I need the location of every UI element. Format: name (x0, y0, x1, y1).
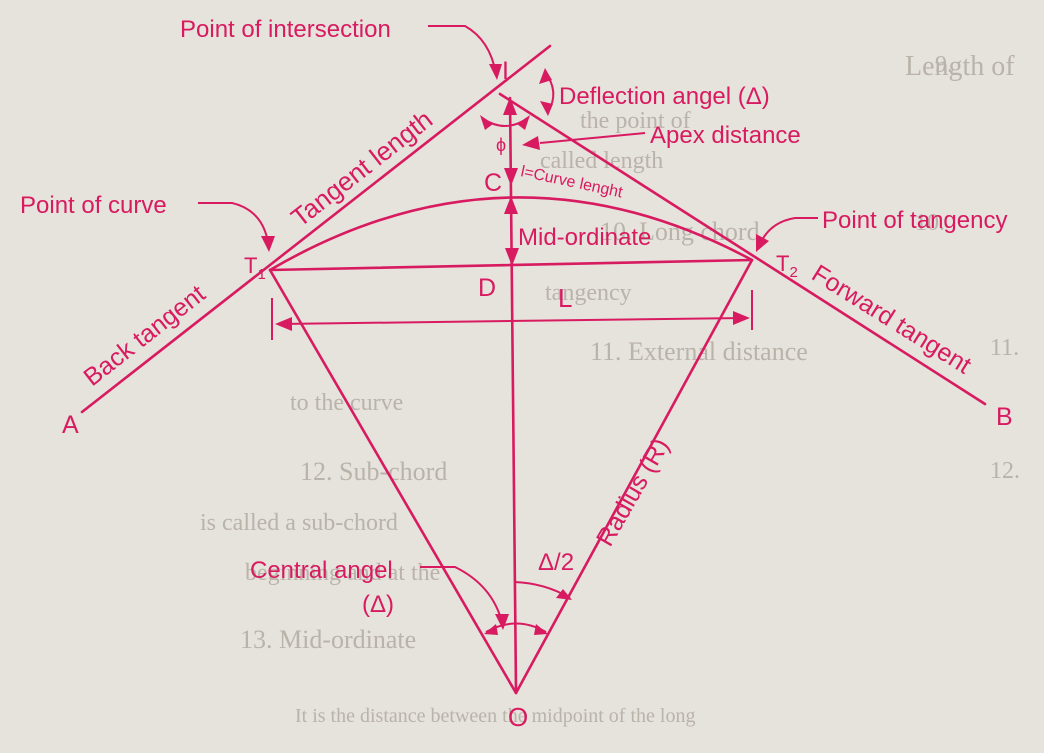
forward-tangent-line (498, 92, 987, 406)
l-dimension-line (279, 317, 746, 325)
bg-line-4: 10. Long chord (600, 217, 760, 246)
poc-arrow (261, 236, 275, 252)
central-leader-arrow (495, 614, 509, 630)
bg-line-5: tangency (545, 280, 632, 306)
label-point-of-intersection: Point of intersection (180, 16, 391, 43)
label-phi: ϕ (496, 135, 506, 155)
label-t2: T2 (776, 251, 798, 281)
phi-arrow-right (517, 115, 530, 130)
label-i: I (502, 57, 509, 85)
pot-leader (759, 217, 818, 245)
bg-line-9: is called a sub-chord (200, 510, 398, 536)
label-d: D (478, 274, 496, 302)
vertical-axis-line (508, 96, 518, 692)
label-apex-distance: Apex distance (650, 122, 801, 149)
l-arrow-right (733, 311, 750, 325)
label-b: B (996, 403, 1013, 431)
deflection-arrow-bottom (540, 101, 553, 116)
radius-line-t2 (514, 258, 754, 695)
poi-leader (428, 25, 497, 75)
label-mid-ordinate: Mid-ordinate (518, 224, 651, 251)
axis-arrows (503, 97, 519, 266)
deflection-arrow-top (539, 68, 552, 84)
label-tangent-length: Tangent length (285, 104, 438, 233)
leader-lines (198, 25, 818, 630)
poi-arrow (489, 64, 502, 80)
bg-line-10: beginning and at the (245, 560, 440, 586)
mid-ordinate-arrow-down (505, 248, 519, 266)
label-point-of-curve: Point of curve (20, 192, 167, 219)
bg-number-9: 9. (935, 52, 953, 78)
bg-line-1: Length of (905, 51, 1015, 82)
background-text: 9. Length of the point of called length … (200, 51, 1020, 727)
back-tangent-line (80, 44, 552, 414)
central-arrow-left (484, 624, 498, 635)
bg-line-2: the point of (580, 108, 691, 134)
label-deflection-angle: Deflection angel (Δ) (559, 83, 770, 110)
label-l: L (558, 283, 572, 313)
label-t2-main: T (776, 251, 789, 276)
poc-leader (198, 202, 269, 243)
bg-number-12: 12. (990, 458, 1020, 484)
apex-arrow-up (503, 97, 517, 115)
phi-arrow-left (480, 115, 493, 130)
angle-markers (480, 68, 572, 635)
label-back-tangent: Back tangent (78, 280, 210, 392)
bg-line-8: 12. Sub-chord (300, 457, 447, 486)
apex-arrow-down (504, 168, 518, 186)
pot-arrow (756, 234, 769, 252)
label-point-of-tangency: Point of tangency (822, 207, 1007, 234)
apex-leader (539, 132, 646, 144)
label-o: O (508, 702, 528, 732)
label-forward-tangent: Forward tangent (807, 259, 976, 379)
bg-line-11: 13. Mid-ordinate (240, 625, 416, 654)
label-a: A (62, 411, 79, 439)
label-central-angle-symbol: (Δ) (362, 591, 394, 618)
label-central-angle: Central angel (250, 557, 393, 584)
bg-number-10: 10. (915, 210, 945, 236)
central-arrow-right (534, 624, 548, 635)
half-angle-arrow (556, 589, 572, 600)
label-half-angle: Δ/2 (538, 549, 574, 576)
label-t1-sub: 1 (257, 266, 265, 283)
label-t1: T1 (244, 253, 266, 283)
label-radius: Radius (R) (591, 434, 675, 551)
label-t2-sub: 2 (789, 264, 797, 281)
label-t1-main: T (244, 253, 257, 278)
bg-line-12: It is the distance between the midpoint … (295, 705, 695, 727)
l-arrow-left (275, 317, 292, 331)
bg-line-3: called length (540, 148, 663, 174)
mid-ordinate-arrow-up (504, 196, 518, 214)
radius-line-t1 (268, 268, 518, 695)
apex-leader-arrow (522, 136, 540, 150)
bg-number-11: 11. (990, 335, 1019, 361)
label-c: C (484, 169, 502, 197)
bg-line-6: 11. External distance (590, 337, 808, 366)
